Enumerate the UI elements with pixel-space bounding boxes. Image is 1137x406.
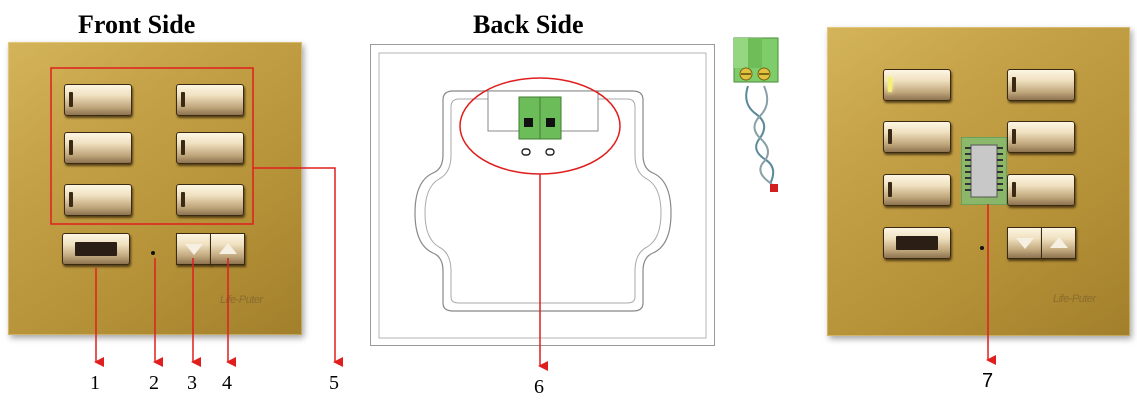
scene-button-1 <box>64 84 132 116</box>
callout-label-7: 7 <box>982 370 994 392</box>
scene-button-1-led <box>69 92 73 107</box>
up-arrow-icon <box>219 243 237 254</box>
on-off-button-slot <box>75 242 117 256</box>
right-scene-button-1 <box>883 69 951 101</box>
front-side-heading: Front Side <box>78 10 196 39</box>
scene-button-3 <box>64 132 132 164</box>
callout-arrow-5 <box>253 167 343 367</box>
circuit-board-icon <box>961 137 1007 205</box>
scene-button-5 <box>64 184 132 216</box>
back-side-frame <box>370 44 715 346</box>
back-side-heading: Back Side <box>473 10 584 39</box>
right-brand-label: Life-Puter <box>1053 293 1096 305</box>
scene-button-6-led <box>181 192 185 207</box>
right-scene-button-5-led <box>888 182 892 197</box>
right-on-off-button-slot <box>896 236 938 250</box>
scene-button-5-led <box>69 192 73 207</box>
right-scene-button-4-led <box>1012 129 1016 144</box>
right-scene-button-6-led <box>1012 182 1016 197</box>
callout-label-1: 1 <box>90 372 100 394</box>
right-scene-button-3-led <box>888 129 892 144</box>
back-side-outline <box>378 52 707 339</box>
sensor-dot <box>151 251 155 255</box>
right-sensor-dot <box>980 246 984 250</box>
right-up-arrow-icon <box>1050 237 1068 248</box>
right-scene-button-6 <box>1007 174 1075 206</box>
right-on-off-button <box>883 227 951 259</box>
callout-label-6: 6 <box>534 376 544 398</box>
scene-button-2 <box>176 84 244 116</box>
down-arrow-icon <box>185 244 203 255</box>
right-scene-button-1-led <box>888 77 892 92</box>
right-scene-button-5 <box>883 174 951 206</box>
scene-button-4 <box>176 132 244 164</box>
right-scene-button-2-led <box>1012 77 1016 92</box>
terminal-connector-illustration <box>733 37 779 192</box>
scene-button-4-led <box>181 140 185 155</box>
on-off-button <box>62 233 130 265</box>
callout-label-4: 4 <box>222 372 232 394</box>
right-up-button <box>1041 227 1076 259</box>
scene-button-6 <box>176 184 244 216</box>
scene-button-2-led <box>181 92 185 107</box>
callout-label-5: 5 <box>329 372 339 394</box>
scene-buttons-highlight-box <box>50 67 254 225</box>
scene-button-3-led <box>69 140 73 155</box>
connector-highlight-ellipse <box>459 77 621 175</box>
right-scene-button-2 <box>1007 69 1075 101</box>
right-down-arrow-icon <box>1016 238 1034 249</box>
right-scene-button-4 <box>1007 121 1075 153</box>
callout-label-2: 2 <box>149 372 159 394</box>
right-panel: Life-Puter <box>827 27 1130 336</box>
right-scene-button-3 <box>883 121 951 153</box>
callout-label-3: 3 <box>187 372 197 394</box>
front-brand-label: Life-Puter <box>220 294 263 306</box>
